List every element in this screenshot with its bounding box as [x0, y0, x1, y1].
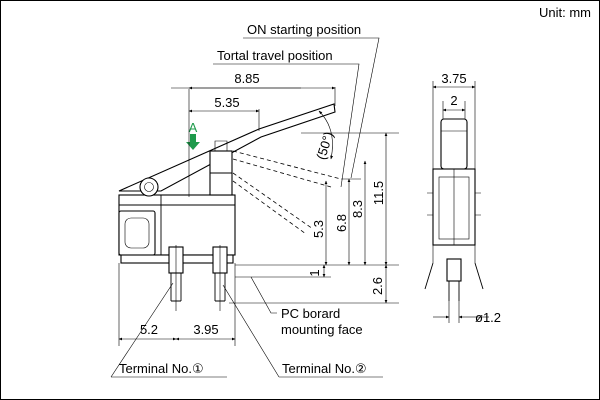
dim-8-3: 8.3	[350, 200, 365, 218]
dim-3-95: 3.95	[193, 322, 218, 337]
dim-2-6: 2.6	[370, 277, 385, 295]
dim-5-35: 5.35	[214, 95, 239, 110]
dim-5-3: 5.3	[311, 220, 326, 238]
dim-1: 1	[307, 269, 322, 276]
front-terminal	[446, 258, 462, 282]
unit-label: Unit: mm	[539, 5, 591, 20]
callout-on-starting-position: ON starting position	[247, 22, 361, 37]
front-actuator	[440, 118, 468, 170]
callout-total-travel-position: Tortal travel position	[217, 48, 333, 63]
dim-3-75: 3.75	[441, 71, 466, 86]
dim-8-85: 8.85	[234, 71, 259, 86]
view-arrow-icon	[186, 134, 200, 150]
callout-mounting-face: mounting face	[281, 322, 363, 337]
pivot	[139, 177, 159, 197]
callout-pc-board: PC borard	[281, 306, 340, 321]
callout-terminal-2: Terminal No.②	[282, 361, 367, 376]
dim-phi-1-2: ø1.2	[475, 310, 501, 325]
dim-6-8: 6.8	[334, 214, 349, 232]
dim-11-5: 11.5	[371, 181, 386, 205]
side-view: A	[118, 103, 342, 311]
callout-terminal-1: Terminal No.①	[119, 361, 204, 376]
view-marker: A	[189, 120, 198, 135]
dim-2: 2	[450, 93, 457, 108]
front-view: 3.75 2 ø1.2	[424, 71, 501, 325]
